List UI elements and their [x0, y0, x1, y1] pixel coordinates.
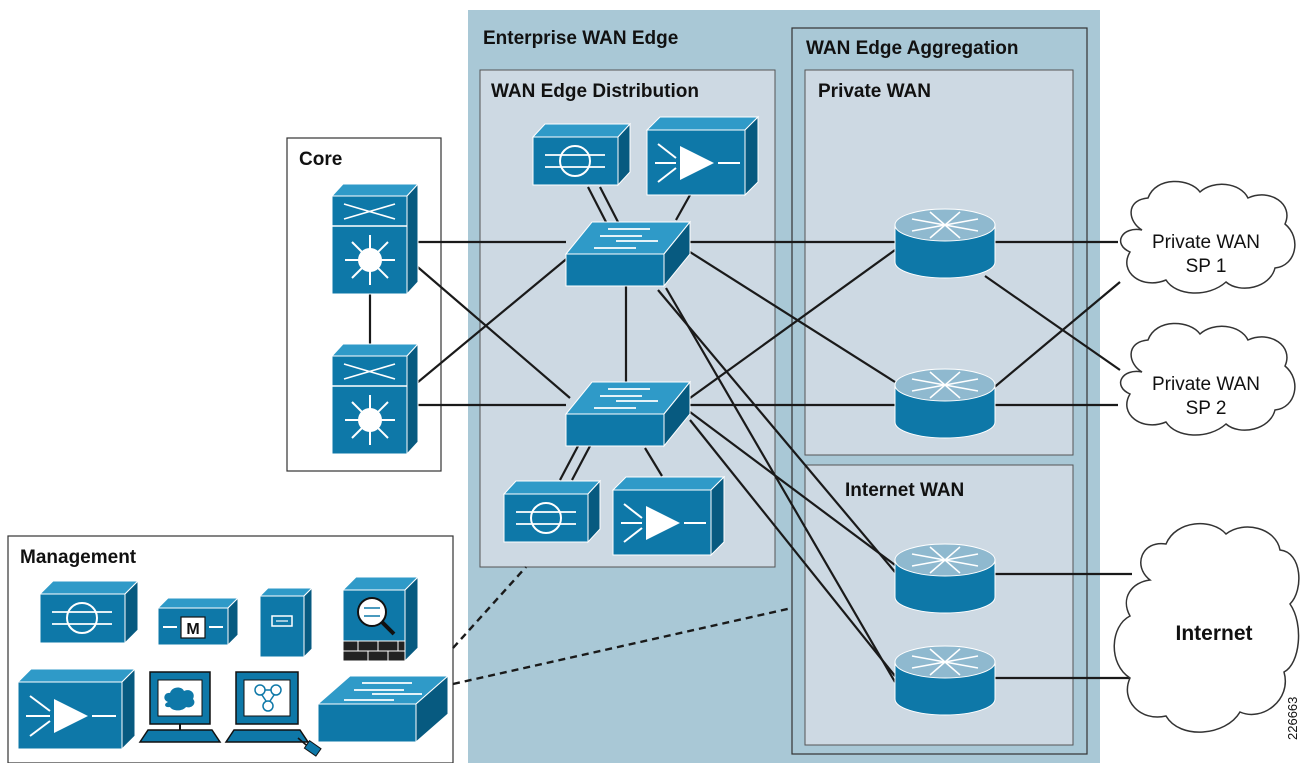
file-server-icon	[258, 586, 314, 659]
switch-icon	[316, 674, 450, 744]
workstation-cloud-icon	[138, 671, 222, 743]
router-icon	[894, 543, 996, 614]
wan-edge-distribution-label: WAN Edge Distribution	[491, 81, 699, 102]
internet-cloud: Internet	[1113, 522, 1300, 733]
link-dist1-r2	[689, 251, 896, 383]
internet-label: Internet	[1175, 622, 1252, 645]
link-core1-dist2	[405, 256, 571, 399]
private-wan-sp1-label-line2: SP 1	[1186, 256, 1227, 277]
layer3-switch-icon	[330, 342, 420, 456]
link-app3-dist2-a	[559, 445, 579, 481]
management-label: Management	[20, 547, 137, 568]
wan-optimizer-icon	[531, 122, 632, 187]
link-dist2-r3	[689, 411, 896, 566]
private-wan-sp2-label-line2: SP 2	[1186, 398, 1227, 419]
link-dist1-r3	[657, 289, 896, 573]
wan-accelerator-icon	[16, 667, 137, 751]
router-icon	[894, 368, 996, 439]
private-wan-label: Private WAN	[818, 81, 931, 102]
wan-edge-aggregation-label: WAN Edge Aggregation	[806, 38, 1019, 59]
link-dist1-r4	[665, 287, 896, 683]
layer3-switch-icon	[330, 182, 420, 296]
workgroup-switch-icon	[564, 220, 692, 288]
link-app1-dist1-a	[587, 186, 607, 223]
firewall-analyzer-icon	[341, 575, 420, 663]
management-appliance-icon: M	[156, 596, 240, 647]
internet-wan-label: Internet WAN	[845, 480, 964, 501]
private-wan-sp1-cloud: Private WAN SP 1	[1119, 180, 1296, 294]
link-app1-dist1-b	[599, 186, 619, 223]
dashed-link-management-aggregation	[452, 606, 793, 686]
wan-accelerator-icon	[611, 475, 726, 557]
private-wan-sp2-cloud: Private WAN SP 2	[1119, 322, 1296, 436]
link-dist2-r1	[689, 249, 896, 399]
link-core2-dist1	[405, 255, 571, 393]
dashed-links	[452, 566, 793, 686]
connection-lines	[368, 186, 1132, 683]
link-r1-sp2	[984, 275, 1121, 371]
wan-optimizer-icon	[38, 579, 140, 645]
figure-id: 226663	[1285, 697, 1300, 740]
svg-text:M: M	[186, 621, 199, 638]
private-wan-sp2-label-line1: Private WAN	[1152, 374, 1260, 395]
workstation-network-icon	[224, 671, 322, 757]
wan-optimizer-icon	[502, 479, 602, 544]
link-dist2-r4	[689, 419, 896, 677]
private-wan-sp1-label-line1: Private WAN	[1152, 232, 1260, 253]
link-app4-dist2	[644, 447, 663, 477]
router-icon	[894, 645, 996, 716]
link-r2-sp1	[984, 281, 1121, 396]
dashed-link-management-distribution	[452, 566, 527, 649]
wan-accelerator-icon	[645, 115, 760, 197]
link-app2-dist1	[675, 194, 691, 221]
link-app3-dist2-b	[571, 445, 591, 481]
workgroup-switch-icon	[564, 380, 692, 448]
enterprise-wan-edge-label: Enterprise WAN Edge	[483, 28, 678, 49]
core-label: Core	[299, 149, 342, 170]
router-icon	[894, 208, 996, 279]
